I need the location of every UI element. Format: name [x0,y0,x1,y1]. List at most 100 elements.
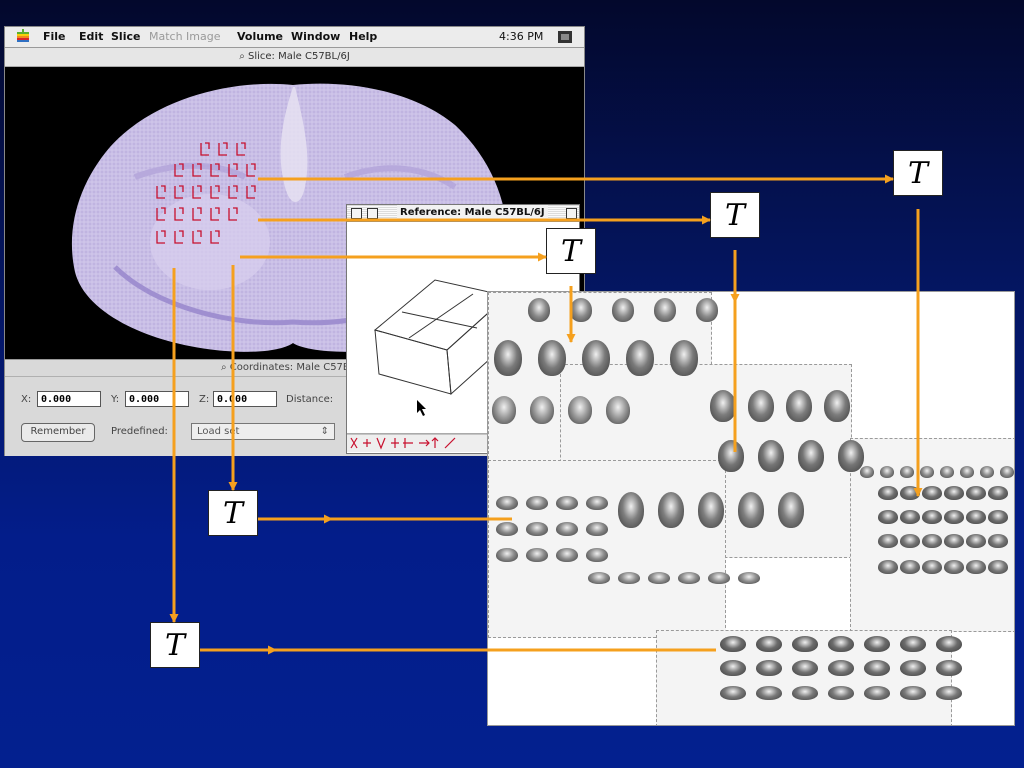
brain-thumbnail [698,492,724,528]
apple-menu-icon[interactable] [17,29,29,45]
brain-thumbnail [756,636,782,652]
brain-thumbnail [738,492,764,528]
brain-thumbnail [792,686,818,700]
menu-file[interactable]: File [43,30,66,43]
x-field[interactable]: 0.000 [37,391,101,407]
brain-thumbnail [654,298,676,322]
brain-thumbnail [568,396,592,424]
menu-window[interactable]: Window [291,30,341,43]
brain-thumbnail [588,572,610,584]
brain-thumbnail [900,466,914,478]
brain-thumbnail [678,572,700,584]
brain-thumbnail [526,522,548,536]
slice-window-title[interactable]: ⌕ Slice: Male C57BL/6J [5,48,584,67]
menu-edit[interactable]: Edit [79,30,104,43]
brain-thumbnail [988,486,1008,500]
menu-volume[interactable]: Volume [237,30,283,43]
brain-thumbnail [900,686,926,700]
menu-match-image[interactable]: Match Image [149,30,221,43]
grid-mark [210,230,220,244]
brain-thumbnail [900,636,926,652]
grid-mark [192,207,202,221]
brain-thumbnail [864,636,890,652]
brain-thumbnail [798,440,824,472]
brain-thumbnail [496,496,518,510]
brain-thumbnail [778,492,804,528]
menubar-clock: 4:36 PM [499,30,544,43]
remember-button[interactable]: Remember [21,423,95,442]
brain-thumbnail [878,560,898,574]
grid-mark [192,185,202,199]
brain-thumbnail [864,686,890,700]
brain-thumbnail [1000,466,1014,478]
brain-thumbnail [940,466,954,478]
grid-mark [174,230,184,244]
brain-thumbnail [922,560,942,574]
menu-help[interactable]: Help [349,30,378,43]
reference-window-title-text: Reference: Male C57BL/6J [397,205,548,221]
brain-thumbnail [748,390,774,422]
brain-thumbnail [936,636,962,652]
brain-thumbnail [944,486,964,500]
grid-mark [236,142,246,156]
brain-thumbnail [670,340,698,376]
transform-box-5: T [150,622,200,668]
grid-mark [210,207,220,221]
brain-thumbnail [758,440,784,472]
brain-thumbnail [966,510,986,524]
brain-thumbnail [718,440,744,472]
grid-mark [156,230,166,244]
brain-thumbnail [612,298,634,322]
grid-mark [218,142,228,156]
brain-thumbnail [658,492,684,528]
brain-thumbnail [960,466,974,478]
transform-box-3: T [546,228,596,274]
window-icon: ⌕ [239,51,245,62]
brain-thumbnail [988,534,1008,548]
grid-mark [200,142,210,156]
brain-thumbnail [710,390,736,422]
grid-mark [210,185,220,199]
brain-thumbnail [878,486,898,500]
brain-thumbnail [556,496,578,510]
grid-mark [174,185,184,199]
predefined-label: Predefined: [111,426,168,437]
sampling-grid [156,142,256,244]
brain-thumbnail [528,298,550,322]
brain-thumbnail [618,572,640,584]
brain-thumbnail [738,572,760,584]
brain-thumbnail [922,510,942,524]
grid-mark [228,185,238,199]
brain-thumbnail [538,340,566,376]
brain-thumbnail [556,522,578,536]
cursor-arrow-icon [417,400,426,416]
brain-thumbnail [606,396,630,424]
brain-thumbnail [720,686,746,700]
grid-mark [246,163,256,177]
coordinates-title[interactable]: ⌕ Coordinates: Male C57BL/6J [5,360,584,377]
brain-thumbnail [944,510,964,524]
brain-thumbnail [582,340,610,376]
brain-thumbnail [966,486,986,500]
brain-thumbnail [900,510,920,524]
brain-thumbnail [756,660,782,676]
y-label: Y: [111,394,120,405]
brain-thumbnail [966,534,986,548]
brain-thumbnail [586,548,608,562]
brain-thumbnail [900,660,926,676]
grid-mark [228,207,238,221]
predefined-select[interactable]: Load set ⇕ [191,423,335,440]
brain-thumbnail [828,660,854,676]
window-icon: ⌕ [220,362,227,373]
menu-slice[interactable]: Slice [111,30,141,43]
brain-thumbnail [756,686,782,700]
brain-thumbnail [922,534,942,548]
brain-thumbnail [936,686,962,700]
brain-thumbnail [696,298,718,322]
atlas-section-montage [487,291,1015,726]
application-icon[interactable] [557,30,573,47]
brain-thumbnail [786,390,812,422]
grid-mark [192,163,202,177]
atlas-sheet [488,460,726,638]
brain-thumbnail [966,560,986,574]
